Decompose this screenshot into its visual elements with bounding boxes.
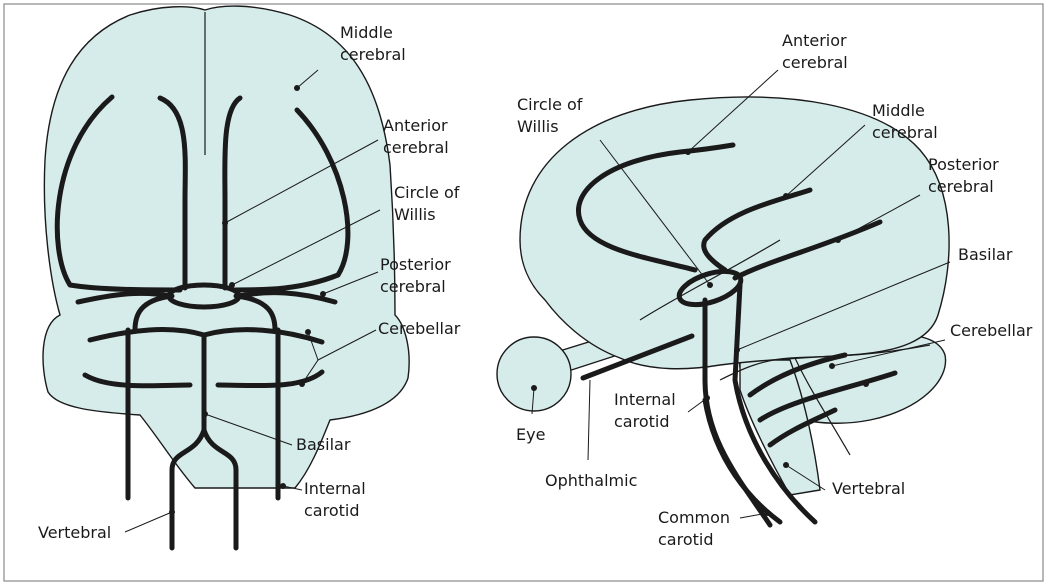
side-circle-of-willis-dot [707, 282, 713, 288]
side-anterior-cerebral-dot [685, 149, 691, 155]
side-internal-carotid-dot [704, 395, 710, 401]
side-cerebellar-label: Cerebellar [950, 321, 1033, 340]
side-vertebral-label: Vertebral [832, 479, 905, 498]
side-cerebellar-dot [829, 363, 835, 369]
front-basilar-dot [202, 411, 208, 417]
side-posterior-cerebral-dot [835, 237, 841, 243]
front-anterior-cerebral-dot [222, 220, 228, 226]
side-middle-cerebral-dot [783, 193, 789, 199]
side-common-carotid-dot [765, 510, 771, 516]
front-cerebellar-dot-1 [305, 329, 311, 335]
side-cerebellar-dot-2 [863, 381, 869, 387]
front-internal-carotid-dot [280, 483, 286, 489]
side-ophthalmic-label: Ophthalmic [545, 471, 637, 490]
front-cerebellar-dot-2 [299, 381, 305, 387]
side-eye-dot [531, 385, 537, 391]
eye-globe [497, 337, 571, 411]
front-cerebellar-label: Cerebellar [378, 319, 461, 338]
front-vertebral-label: Vertebral [38, 523, 111, 542]
front-circle-of-willis-dot [229, 282, 235, 288]
front-basilar-label: Basilar [296, 435, 351, 454]
side-basilar-dot [734, 347, 740, 353]
front-vertebral-dot [169, 509, 175, 515]
side-vertebral-dot [783, 462, 789, 468]
front-middle-cerebral-dot [294, 85, 300, 91]
side-basilar-label: Basilar [958, 245, 1013, 264]
side-eye-label: Eye [516, 425, 545, 444]
front-posterior-cerebral-dot [320, 291, 326, 297]
